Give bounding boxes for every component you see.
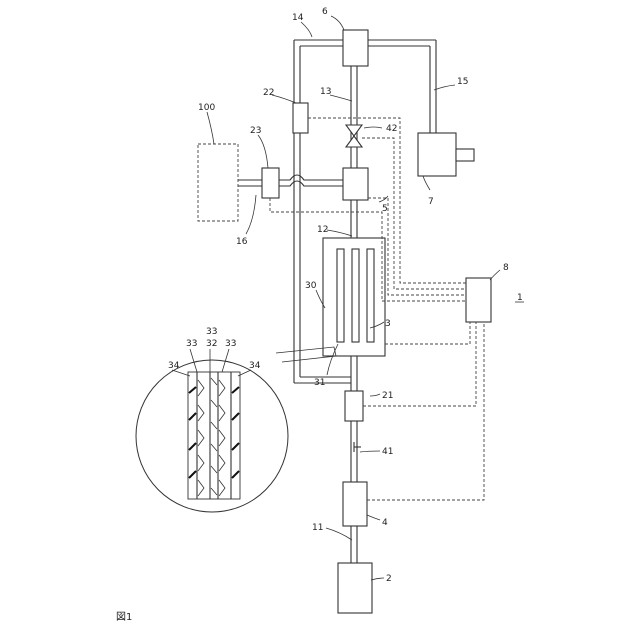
label-1: 1 <box>517 293 523 303</box>
component-4 <box>343 482 367 526</box>
stack-channel <box>352 249 359 342</box>
detail-callout <box>136 347 336 512</box>
valve-42 <box>346 125 362 147</box>
sensor-21 <box>345 391 363 421</box>
detail-label-33-left: 33 <box>186 339 197 349</box>
label-41: 41 <box>382 447 393 457</box>
label-12: 12 <box>317 225 328 235</box>
figure-label: 図1 <box>116 611 132 623</box>
label-21: 21 <box>382 391 393 401</box>
label-7: 7 <box>428 197 434 207</box>
label-11: 11 <box>312 523 323 533</box>
label-6: 6 <box>322 7 328 17</box>
detail-label-33-right: 33 <box>225 339 236 349</box>
label-23: 23 <box>250 126 261 136</box>
component-7-shaft <box>456 149 474 161</box>
label-14: 14 <box>292 13 304 23</box>
label-5: 5 <box>382 204 388 214</box>
label-8: 8 <box>503 263 509 273</box>
unit-100 <box>198 144 238 221</box>
label-16: 16 <box>236 237 248 247</box>
component-23 <box>262 168 279 198</box>
label-15: 15 <box>457 77 468 87</box>
label-13: 13 <box>320 87 331 97</box>
label-4: 4 <box>382 518 388 528</box>
component-5 <box>343 168 368 200</box>
label-30: 30 <box>305 281 317 291</box>
detail-label-32: 32 <box>206 339 217 349</box>
component-6 <box>343 30 368 66</box>
controller-8 <box>466 278 491 322</box>
label-100: 100 <box>198 103 215 113</box>
label-3: 3 <box>385 319 391 329</box>
component-7 <box>418 133 456 176</box>
detail-label-34-left: 34 <box>168 361 180 371</box>
label-31: 31 <box>314 378 325 388</box>
pipe-15 <box>368 40 436 135</box>
detail-label-34-right: 34 <box>249 361 261 371</box>
stack-channel <box>337 249 344 342</box>
label-2: 2 <box>386 574 392 584</box>
label-42: 42 <box>386 124 397 134</box>
label-22: 22 <box>263 88 274 98</box>
component-2 <box>338 563 372 613</box>
sensor-22 <box>293 103 308 133</box>
pipe-16 <box>238 175 343 186</box>
detail-label-33-top: 33 <box>206 327 217 337</box>
